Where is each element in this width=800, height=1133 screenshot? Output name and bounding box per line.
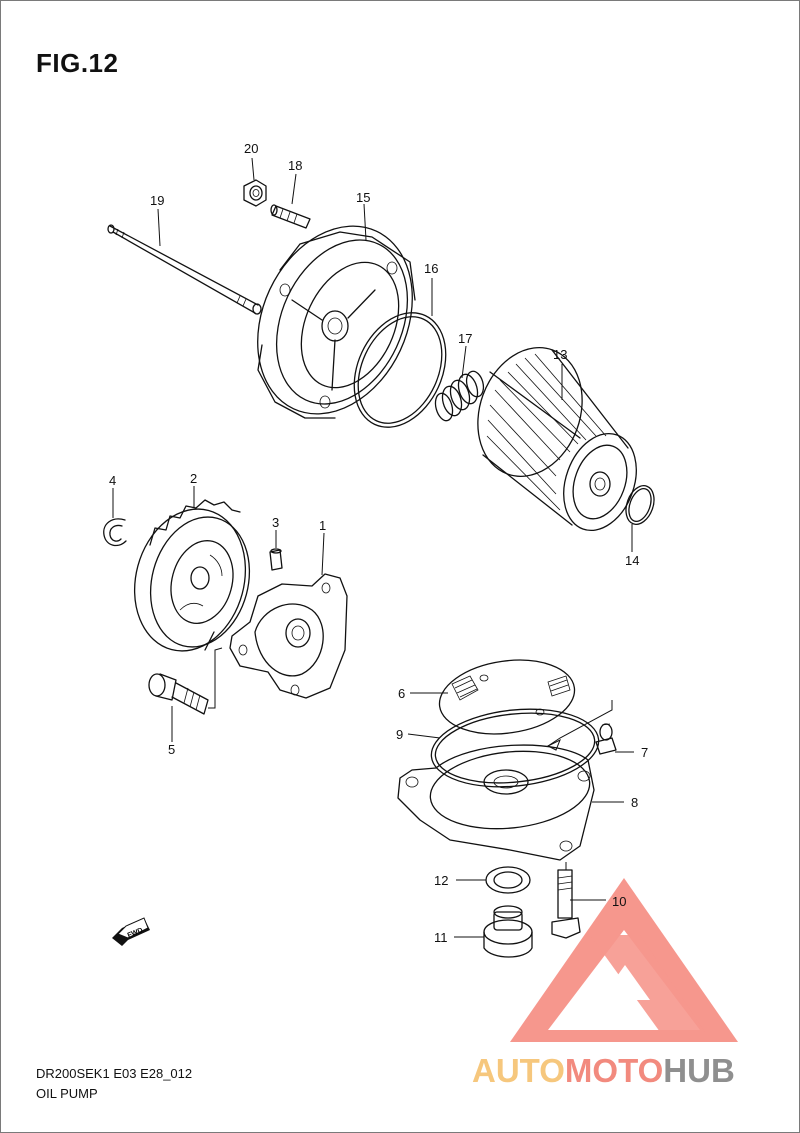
part-18-pin [270, 204, 311, 229]
callout-13: 13 [553, 347, 567, 362]
callout-20: 20 [244, 141, 258, 156]
part-3-pin [269, 548, 283, 571]
part-17-spring [434, 370, 485, 422]
svg-text:AUTOMOTOHUB: AUTOMOTOHUB [472, 1052, 735, 1089]
callout-5: 5 [168, 742, 175, 757]
part-6-screen [438, 659, 576, 735]
part-19-stud-bolt [107, 224, 262, 315]
callout-17: 17 [458, 331, 472, 346]
callout-15: 15 [356, 190, 370, 205]
part-15-filter-cap [257, 225, 416, 419]
callout-4: 4 [109, 473, 116, 488]
part-10-bolt [551, 862, 581, 939]
watermark-auto: AUTO [472, 1052, 565, 1089]
callout-labels: 1 2 3 4 5 6 7 8 9 10 11 12 13 14 15 16 1… [109, 141, 648, 945]
leader-lines [112, 157, 634, 938]
callout-18: 18 [288, 158, 302, 173]
part-11-drain-plug [483, 905, 533, 958]
part-14-o-ring [625, 485, 655, 525]
callout-16: 16 [424, 261, 438, 276]
callout-10: 10 [612, 894, 626, 909]
fwd-arrow-icon: FWD [112, 917, 150, 946]
section-name: OIL PUMP [36, 1086, 98, 1101]
callout-1: 1 [319, 518, 326, 533]
watermark-hub: HUB [663, 1052, 735, 1089]
part-20-nut [243, 179, 267, 207]
watermark-moto: MOTO [565, 1052, 663, 1089]
watermark-logo-icon [510, 878, 738, 1042]
callout-7: 7 [641, 745, 648, 760]
part-5-bolt [148, 673, 209, 715]
callout-9: 9 [396, 727, 403, 742]
model-code: DR200SEK1 E03 E28_012 [36, 1066, 193, 1081]
callout-14: 14 [625, 553, 639, 568]
callout-6: 6 [398, 686, 405, 701]
part-2-pump-gear [133, 499, 251, 652]
part-4-circlip [103, 518, 127, 547]
callout-19: 19 [150, 193, 164, 208]
watermark-text: AUTOMOTOHUB [472, 1052, 735, 1089]
part-1-pump-body [229, 573, 348, 699]
part-12-washer [485, 866, 531, 894]
callout-12: 12 [434, 873, 448, 888]
callout-2: 2 [190, 471, 197, 486]
callout-8: 8 [631, 795, 638, 810]
figure-title: FIG.12 [36, 48, 119, 78]
callout-11: 11 [434, 930, 448, 945]
part-7-plug [595, 723, 617, 755]
part-16-o-ring [353, 312, 447, 428]
part-13-oil-filter [477, 347, 637, 532]
part-9-gasket [430, 708, 600, 788]
part-8-cover [397, 744, 595, 861]
callout-3: 3 [272, 515, 279, 530]
